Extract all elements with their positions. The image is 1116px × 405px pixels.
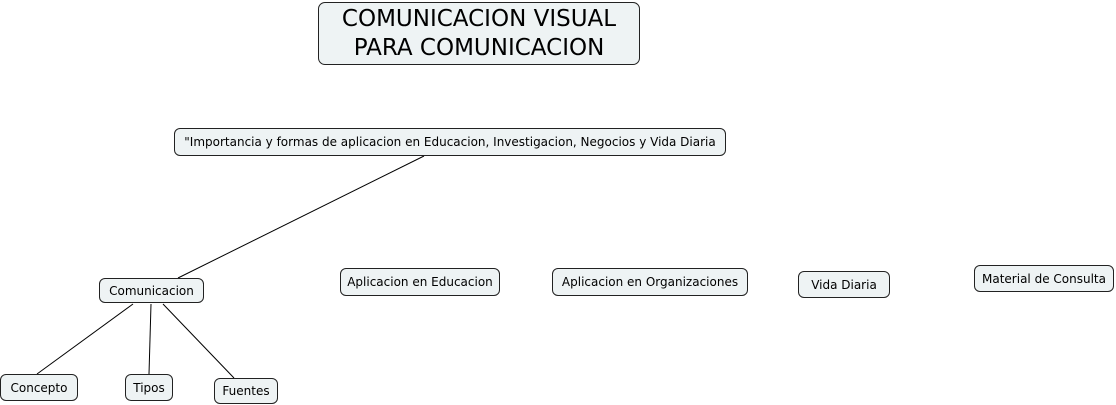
node-label: Tipos xyxy=(133,380,165,395)
link-comunicacion-fuentes xyxy=(162,303,235,379)
node-label: Fuentes xyxy=(222,384,270,398)
node-material-consulta[interactable]: Material de Consulta xyxy=(974,265,1114,292)
node-aplicacion-educacion[interactable]: Aplicacion en Educacion xyxy=(340,268,500,296)
node-vida-diaria[interactable]: Vida Diaria xyxy=(798,271,890,298)
title-line-1: COMUNICACION VISUAL xyxy=(341,5,617,32)
node-label: Comunicacion xyxy=(109,283,194,298)
link-comunicacion-concepto xyxy=(36,303,134,375)
link-comunicacion-tipos xyxy=(148,303,152,375)
node-fuentes[interactable]: Fuentes xyxy=(214,378,278,404)
node-label: Material de Consulta xyxy=(982,271,1106,286)
link-main-comunicacion xyxy=(177,155,425,279)
title-line-2: PARA COMUNICACION xyxy=(353,34,605,61)
node-tipos[interactable]: Tipos xyxy=(125,374,173,401)
main-concept-node[interactable]: "Importancia y formas de aplicacion en E… xyxy=(174,128,726,156)
node-label: Vida Diaria xyxy=(811,277,877,292)
node-label: Aplicacion en Organizaciones xyxy=(561,275,739,289)
node-comunicacion[interactable]: Comunicacion xyxy=(99,278,204,303)
map-title-node[interactable]: COMUNICACION VISUAL PARA COMUNICACION xyxy=(318,2,640,65)
node-aplicacion-organizaciones[interactable]: Aplicacion en Organizaciones xyxy=(552,268,748,296)
node-concepto[interactable]: Concepto xyxy=(0,374,78,401)
main-concept-label: "Importancia y formas de aplicacion en E… xyxy=(184,135,716,149)
node-label: Concepto xyxy=(10,380,68,395)
node-label: Aplicacion en Educacion xyxy=(347,275,493,289)
